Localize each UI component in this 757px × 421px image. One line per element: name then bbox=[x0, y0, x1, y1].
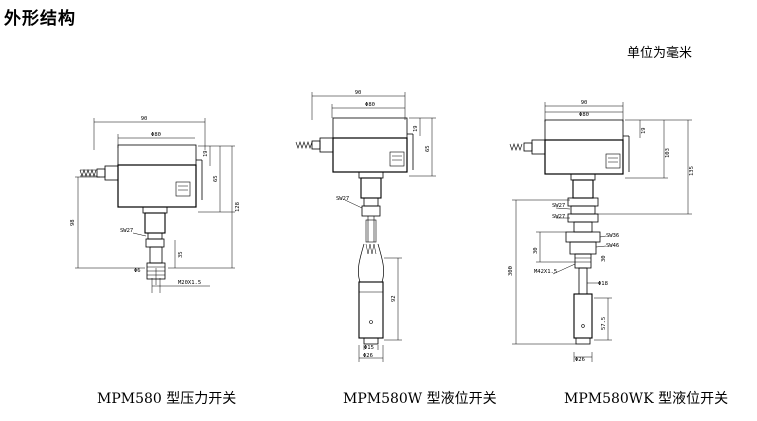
dim-probe-diameter: Φ26 bbox=[575, 357, 585, 363]
dim-probe-length: 92 bbox=[391, 295, 397, 302]
dim-sw1: SW27 bbox=[552, 203, 565, 209]
dim-body-width: Φ80 bbox=[365, 102, 375, 108]
dim-height-b: 65 bbox=[213, 175, 219, 182]
dim-height-b: 103 bbox=[665, 148, 671, 158]
dim-height-a: 19 bbox=[641, 127, 647, 134]
unit-note: 单位为毫米 bbox=[627, 46, 693, 61]
figure-mpm580: 90 Φ80 SW27 M20X1.5 Φ6 19 65 128 98 35 bbox=[70, 116, 241, 293]
dim-height-d: 30 bbox=[533, 247, 539, 254]
dim-probe-inner: Φ15 bbox=[364, 345, 374, 351]
dim-probe-length: 57.5 bbox=[601, 317, 607, 330]
dim-height-b: 65 bbox=[425, 145, 431, 152]
dim-overall-width: 90 bbox=[581, 100, 588, 106]
page-title: 外形结构 bbox=[4, 9, 76, 29]
dim-height-d: 98 bbox=[70, 219, 76, 226]
dim-overall-width: 90 bbox=[141, 116, 148, 122]
dim-sw: SW27 bbox=[336, 196, 349, 202]
dim-sw: SW27 bbox=[120, 228, 133, 234]
dim-pipe-diameter: Φ18 bbox=[598, 281, 608, 287]
figure-mpm580w: 90 Φ80 SW27 19 65 92 Φ15 Φ26 bbox=[295, 90, 436, 362]
dim-height-f: 300 bbox=[508, 266, 514, 276]
dim-height-e: 35 bbox=[178, 251, 184, 258]
dim-height-e: 30 bbox=[601, 255, 607, 262]
dim-body-width: Φ80 bbox=[579, 112, 589, 118]
dim-sw3: SW36 bbox=[606, 233, 619, 239]
dim-height-a: 19 bbox=[203, 150, 209, 157]
dim-body-width: Φ80 bbox=[151, 132, 161, 138]
figure-mpm580wk: 90 Φ80 SW27 SW27 SW36 SW46 M42X1.5 Φ18 Φ… bbox=[508, 100, 695, 363]
dim-height-a: 19 bbox=[413, 125, 419, 132]
caption-mpm580: MPM580 型压力开关 bbox=[97, 391, 237, 407]
caption-mpm580wk: MPM580WK 型液位开关 bbox=[564, 391, 729, 407]
dim-sw4: SW46 bbox=[606, 243, 619, 249]
dim-probe-outer: Φ26 bbox=[363, 353, 373, 359]
dim-thread: M20X1.5 bbox=[178, 280, 201, 286]
dim-thread: M42X1.5 bbox=[534, 269, 557, 275]
dim-diameter: Φ6 bbox=[134, 268, 141, 274]
caption-mpm580w: MPM580W 型液位开关 bbox=[343, 391, 497, 407]
dim-height-c: 135 bbox=[689, 166, 695, 176]
dim-overall-width: 90 bbox=[355, 90, 362, 96]
dim-height-c: 128 bbox=[235, 202, 241, 212]
dim-sw2: SW27 bbox=[552, 214, 565, 220]
